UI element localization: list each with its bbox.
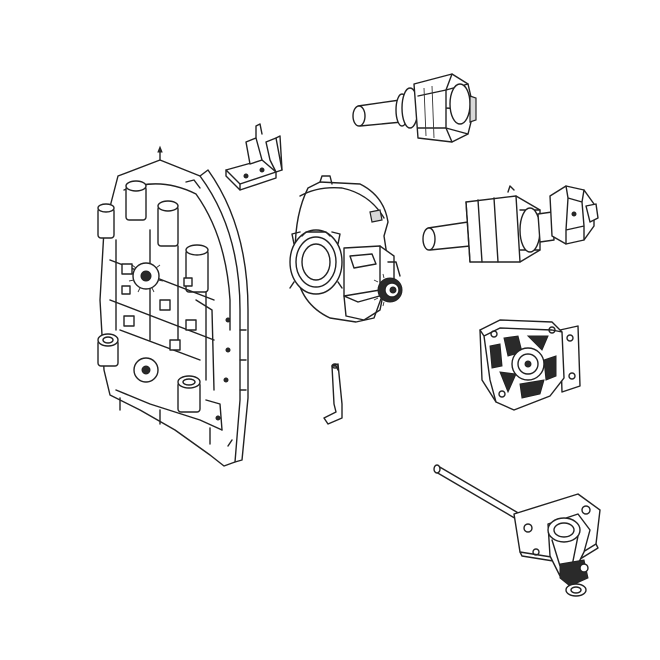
small-bracket [225, 123, 283, 191]
end-plug-crank [422, 185, 599, 263]
end-plug-top [352, 73, 477, 143]
mount-plate [479, 319, 581, 411]
pin [323, 363, 343, 425]
side-plate [97, 145, 249, 467]
gear-housing [289, 175, 403, 323]
crank-rod [433, 464, 601, 597]
